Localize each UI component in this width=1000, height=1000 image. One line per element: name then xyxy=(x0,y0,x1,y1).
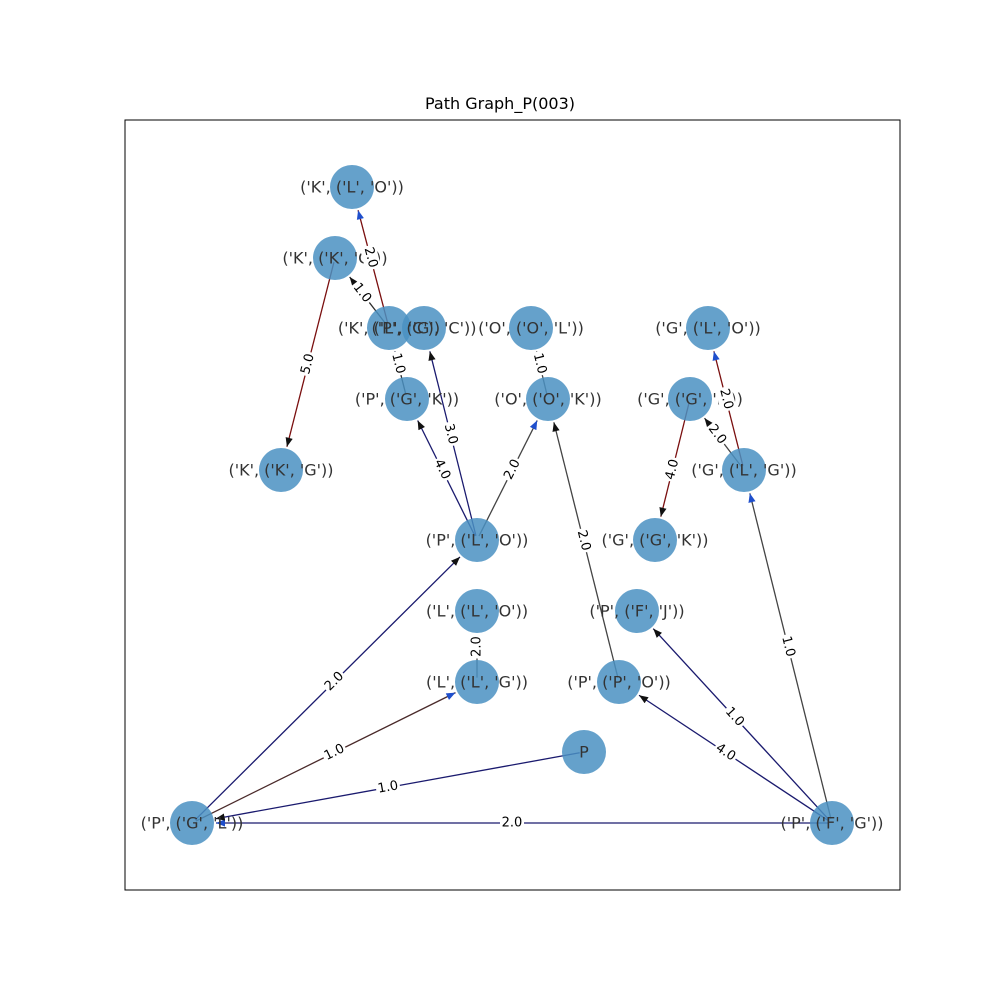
edge-weight-bg xyxy=(499,455,526,484)
edge-weight-bg xyxy=(320,667,349,696)
edge-weight-bg xyxy=(297,350,319,378)
plot-frame xyxy=(124,119,901,891)
edge-weight-bg xyxy=(720,702,749,732)
edge-weight-n20-n19: 2.0 xyxy=(500,815,524,831)
node-label-n10: ('K', ('K', 'G')) xyxy=(228,461,333,480)
edge-weight-n11-n9: 2.0 xyxy=(703,420,731,449)
node-label-n20: ('P', ('F', 'G')) xyxy=(781,814,884,833)
node-label-n15: ('P', ('F', 'J')) xyxy=(589,602,684,621)
node-n7 xyxy=(385,377,429,421)
edge-weight-label: 5.0 xyxy=(298,352,318,376)
node-label-n4: ('P', ('G', 'C')) xyxy=(372,319,477,338)
node-n20 xyxy=(810,801,854,845)
node-n17 xyxy=(597,660,641,704)
node-n12 xyxy=(455,518,499,562)
node-label-n17: ('P', ('P', 'O')) xyxy=(567,673,671,692)
node-n16 xyxy=(455,660,499,704)
edge-weight-label: 2.0 xyxy=(502,816,523,831)
edge-weight-n9-n13: 4.0 xyxy=(661,455,684,484)
node-n14 xyxy=(455,589,499,633)
edge-weight-label: 4.0 xyxy=(663,458,683,482)
edge-weight-bg xyxy=(500,815,524,831)
edge-weight-label: 2.0 xyxy=(716,387,736,411)
edge-weight-n3-n2: 1.0 xyxy=(348,278,376,308)
node-n15 xyxy=(615,589,659,633)
edge-weight-bg xyxy=(777,632,799,661)
node-label-n12: ('P', ('L', 'O')) xyxy=(426,531,529,550)
node-label-n9: ('G', ('G', 'F')) xyxy=(637,390,743,409)
node-label-n18: P xyxy=(579,743,589,762)
node-label-n6: ('G', ('L', 'O')) xyxy=(655,319,761,338)
edge-weight-n19-n16: 1.0 xyxy=(320,740,349,765)
edge-weight-label: 1.0 xyxy=(530,352,549,376)
graph-title: Path Graph_P(003) xyxy=(425,94,575,113)
node-n11 xyxy=(722,448,766,492)
edge-weight-label: 2.0 xyxy=(574,529,594,553)
node-n1 xyxy=(330,165,374,209)
edge-weight-label: 3.0 xyxy=(441,422,461,446)
node-n8 xyxy=(526,377,570,421)
node-label-n1: ('K', ('L', 'O')) xyxy=(300,178,404,197)
node-n5 xyxy=(509,306,553,350)
edge-weight-bg xyxy=(359,243,382,272)
node-label-n13: ('G', ('G', 'K')) xyxy=(602,531,709,550)
edge-weight-bg xyxy=(528,349,551,378)
edges-layer xyxy=(194,210,832,827)
node-label-n14: ('L', ('L', 'O')) xyxy=(426,602,528,621)
edge-weight-n20-n17: 4.0 xyxy=(711,739,740,766)
edge-weight-bg xyxy=(703,420,731,449)
node-label-n19: ('P', ('G', 'L')) xyxy=(141,814,244,833)
edge-weight-label: 1.0 xyxy=(388,352,408,376)
edge-weight-n11-n6: 2.0 xyxy=(715,385,737,413)
nodes-layer: ('K', ('L', 'O'))('K', ('K', 'O'))('K', … xyxy=(141,165,884,845)
edge-weight-label: 2.0 xyxy=(470,636,485,657)
edge-weight-bg xyxy=(429,455,455,484)
node-label-n8: ('O', ('O', 'K')) xyxy=(494,390,601,409)
node-label-n11: ('G', ('L', 'G')) xyxy=(691,461,796,480)
edge-weight-bg xyxy=(661,455,684,484)
node-label-n7: ('P', ('G', 'K')) xyxy=(355,390,459,409)
edge-weight-bg xyxy=(711,739,740,766)
edge-weight-n3-n1: 2.0 xyxy=(359,243,382,272)
node-n19 xyxy=(170,801,214,845)
edge-weight-bg xyxy=(387,349,409,378)
edge-weight-label: 1.0 xyxy=(350,280,375,306)
edge-weight-label: 1.0 xyxy=(376,778,399,796)
edge-weight-n12-n4: 3.0 xyxy=(439,420,462,448)
edge-weight-n8-n5: 1.0 xyxy=(528,349,551,378)
node-n3 xyxy=(367,306,411,350)
edge-weight-bg xyxy=(715,385,737,413)
node-n9 xyxy=(668,377,712,421)
edge-weight-bg xyxy=(320,740,349,765)
node-label-n5: ('O', ('O', 'L')) xyxy=(478,319,584,338)
node-n18 xyxy=(562,730,606,774)
edge-weight-label: 2.0 xyxy=(361,246,381,270)
edge-weight-label: 4.0 xyxy=(713,741,739,765)
node-n10 xyxy=(259,448,303,492)
edge-weight-n7-n3: 1.0 xyxy=(387,349,409,378)
node-n2 xyxy=(313,236,357,280)
edge-weight-label: 2.0 xyxy=(705,422,729,448)
edge-weight-n12-n7: 4.0 xyxy=(429,455,455,484)
edge-weight-n12-n8: 2.0 xyxy=(499,455,526,484)
node-n6 xyxy=(686,306,730,350)
node-label-n16: ('L', ('L', 'G')) xyxy=(426,673,528,692)
node-label-n3: ('K', ('L', 'C')) xyxy=(338,319,440,338)
edge-weight-bg xyxy=(469,634,485,659)
node-n13 xyxy=(633,518,677,562)
edge-weight-bg xyxy=(439,420,462,448)
edge-weight-n20-n11: 1.0 xyxy=(777,632,799,661)
edge-weight-label: 1.0 xyxy=(778,635,798,659)
edge-weight-n17-n8: 2.0 xyxy=(572,526,595,555)
node-n4 xyxy=(402,306,446,350)
edge-weight-n16-n14: 2.0 xyxy=(469,634,485,659)
edge-weight-bg xyxy=(374,777,402,798)
edge-weight-bg xyxy=(348,278,376,308)
edge-weight-n2-n10: 5.0 xyxy=(297,350,319,378)
edge-weight-bg xyxy=(572,526,595,555)
edge-weight-n18-n19: 1.0 xyxy=(374,777,402,798)
